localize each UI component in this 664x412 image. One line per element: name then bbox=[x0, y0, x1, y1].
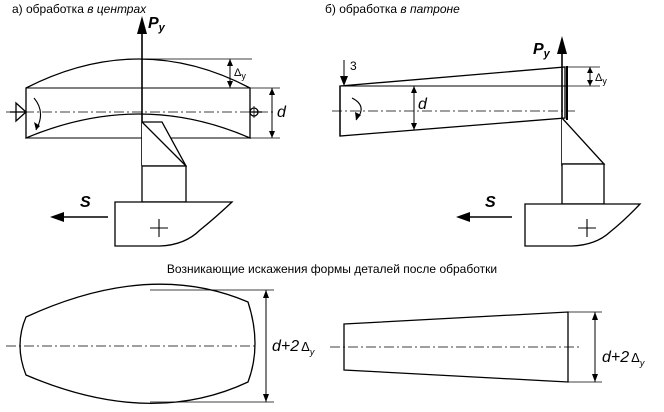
tool-b bbox=[561, 117, 606, 165]
number-label-3: 3 bbox=[350, 59, 357, 73]
result-taper-shape bbox=[330, 311, 602, 383]
bottom-title: Возникающие искажения формы деталей посл… bbox=[167, 262, 497, 276]
carriage-a bbox=[114, 201, 234, 247]
diameter-label-b: d bbox=[418, 96, 428, 113]
force-label-a: Py bbox=[148, 15, 166, 34]
delta-label-a: Δy bbox=[234, 67, 246, 81]
caption-b: б) обработка в патроне bbox=[325, 2, 460, 16]
carriage-b bbox=[524, 203, 642, 247]
diameter-label-a: d bbox=[277, 104, 287, 121]
result-barrel-shape bbox=[6, 283, 274, 404]
feed-label-a: S bbox=[80, 194, 91, 211]
workpiece-a bbox=[25, 58, 251, 139]
caption-a: а) обработка в центрах bbox=[12, 2, 147, 16]
workpiece-b bbox=[339, 66, 566, 137]
delta-label-b: Δy bbox=[595, 72, 607, 86]
panel-a-between-centers bbox=[6, 16, 280, 247]
panel-b-in-chuck bbox=[332, 36, 642, 247]
force-label-b: Py bbox=[533, 41, 551, 60]
feed-label-b: S bbox=[485, 194, 496, 211]
